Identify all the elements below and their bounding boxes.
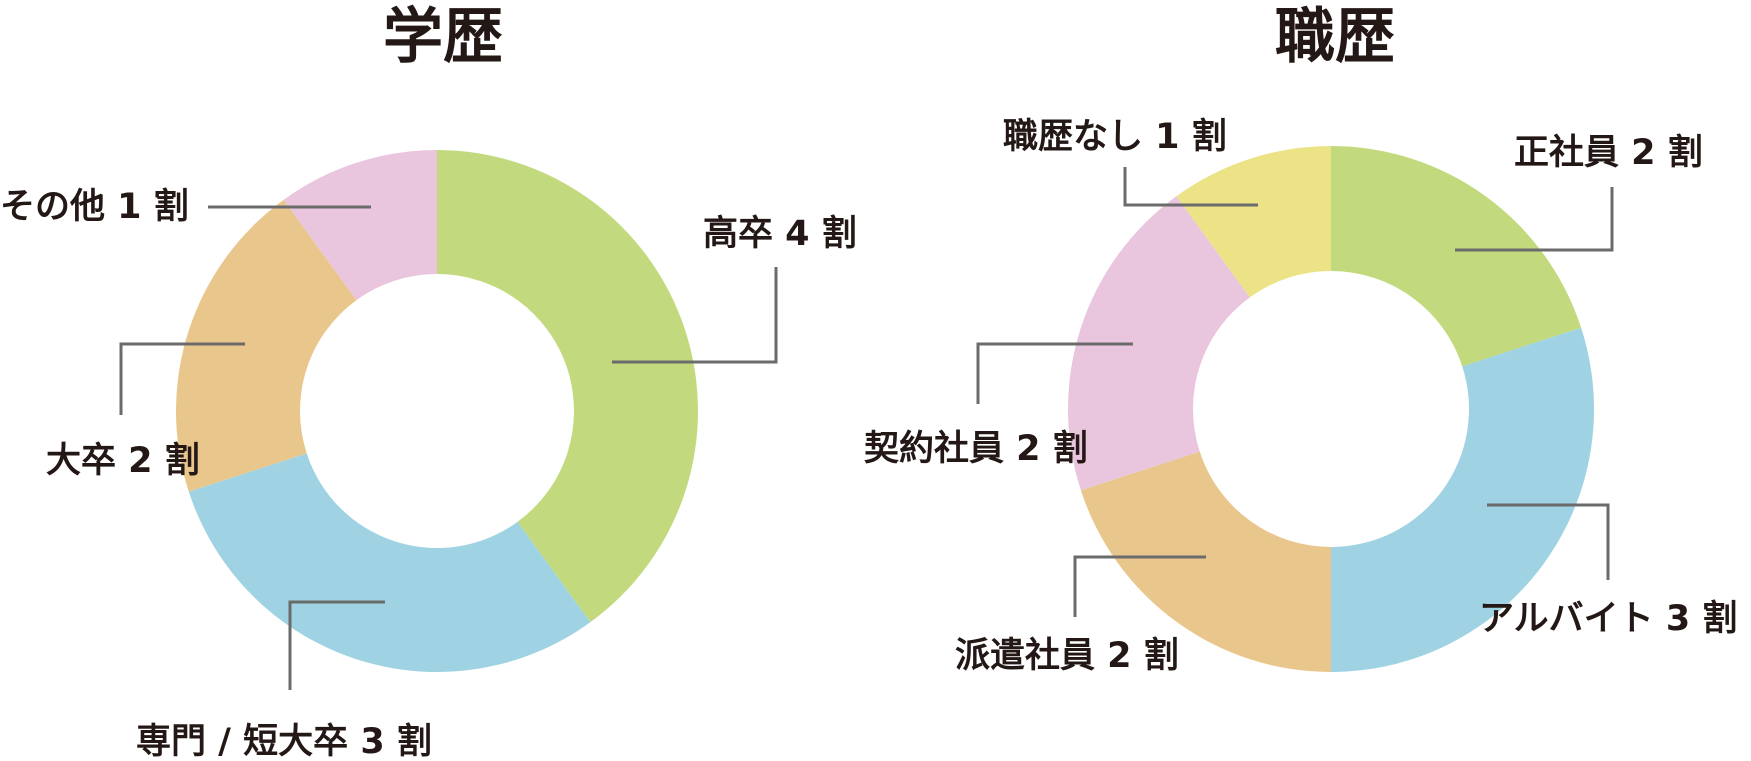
education-donut	[175, 150, 698, 672]
chart-title-education: 学歴	[383, 2, 503, 72]
slice-label-university: 大卒 2 割	[46, 441, 200, 481]
slice-label-no-career: 職歴なし 1 割	[1003, 117, 1227, 157]
slice-label-contract: 契約社員 2 割	[864, 429, 1088, 469]
leader-line-contract	[976, 342, 1133, 404]
leader-line-part-time	[1487, 503, 1610, 580]
donut-slice-1-3	[1068, 196, 1250, 491]
leader-line-dispatch	[1073, 555, 1206, 617]
donut-slice-1-1	[1331, 327, 1594, 672]
donut-slice-0-2	[175, 199, 357, 492]
chart-title-career: 職歴	[1275, 2, 1395, 72]
donut-slice-1-4	[1176, 146, 1331, 298]
donut-slice-1-2	[1080, 451, 1331, 672]
donut-slice-1-0	[1331, 146, 1582, 367]
donut-slice-0-0	[437, 150, 698, 623]
leader-line-university	[119, 342, 245, 415]
slice-label-vocational: 専門 / 短大卒 3 割	[136, 722, 432, 761]
leader-line-high-school	[612, 267, 778, 364]
slice-label-dispatch: 派遣社員 2 割	[955, 636, 1179, 676]
slice-label-other: その他 1 割	[0, 187, 189, 227]
leader-line-full-time	[1455, 187, 1614, 252]
leader-line-no-career	[1123, 167, 1258, 207]
slice-label-part-time: アルバイト 3 割	[1479, 599, 1737, 639]
slice-label-high-school: 高卒 4 割	[703, 214, 857, 254]
donut-slice-0-3	[283, 150, 437, 301]
leader-line-vocational	[288, 600, 385, 690]
donut-slice-0-1	[188, 453, 591, 672]
career-donut	[1068, 146, 1594, 672]
slice-label-full-time: 正社員 2 割	[1514, 133, 1703, 173]
